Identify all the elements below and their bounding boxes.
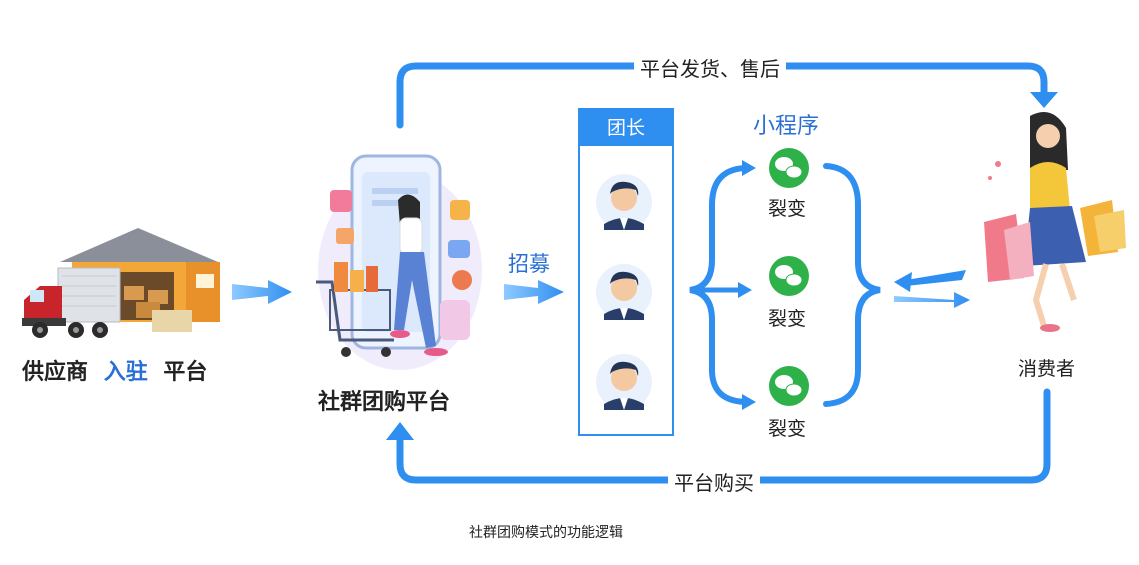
bottom-flow-arrowhead — [386, 422, 414, 440]
supplier-label: 供应商 入驻 平台 — [22, 354, 207, 386]
diagram-caption: 社群团购模式的功能逻辑 — [469, 525, 623, 541]
leader-avatar-icon — [596, 174, 652, 230]
exchange-arrow-top — [894, 270, 966, 286]
fission-label: 裂变 — [768, 418, 807, 440]
supplier-arrow — [232, 280, 292, 304]
fission-label: 裂变 — [768, 308, 807, 330]
supplier-label-prefix: 供应商 — [22, 360, 89, 385]
leader-panel-header: 团长 — [580, 110, 672, 146]
wechat-icon — [769, 366, 809, 406]
recruit-label: 招募 — [508, 252, 550, 276]
fission-label: 裂变 — [768, 198, 807, 220]
supplier-label-suffix: 平台 — [163, 360, 208, 385]
bottom-flow-label: 平台购买 — [668, 467, 760, 496]
consumer-label: 消费者 — [1018, 358, 1076, 380]
supplier-label-highlight: 入驻 — [103, 360, 148, 385]
top-flow-arrowhead — [1030, 92, 1058, 108]
leader-avatar-icon — [596, 354, 652, 410]
left-brace — [689, 165, 751, 405]
leader-avatar-icon — [596, 264, 652, 320]
right-brace — [823, 163, 881, 407]
top-flow-label: 平台发货、售后 — [634, 53, 786, 82]
exchange-arrow-bottom — [894, 292, 970, 308]
recruit-arrow — [504, 280, 564, 304]
miniprogram-label: 小程序 — [753, 114, 820, 139]
wechat-icon — [769, 256, 809, 296]
wechat-icon — [769, 148, 809, 188]
platform-label: 社群团购平台 — [318, 390, 451, 415]
